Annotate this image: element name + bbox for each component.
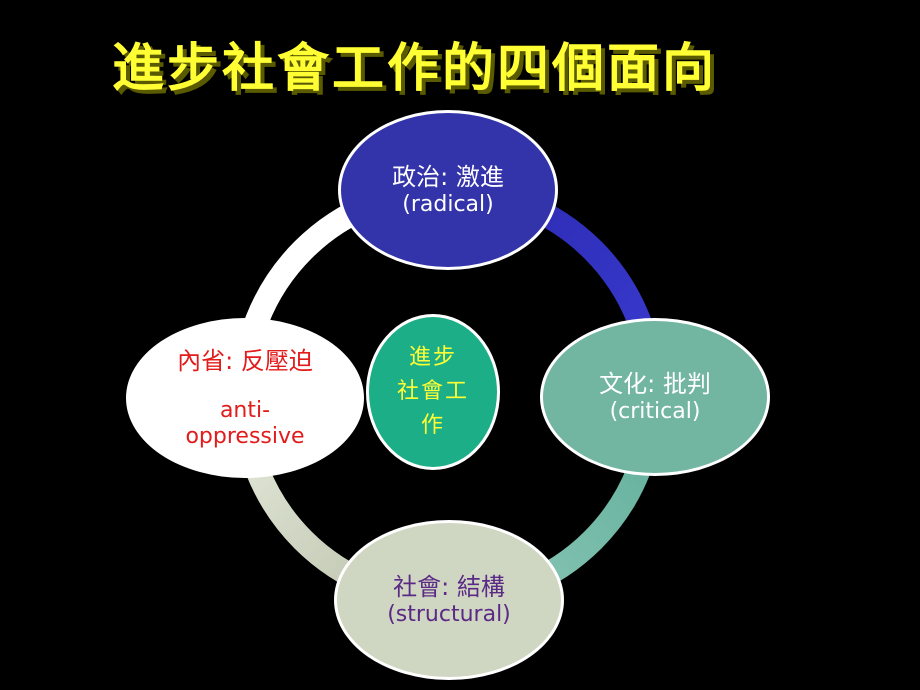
- center-line-1: 進步: [408, 345, 457, 370]
- node-reflexive-sub-line1: anti-: [219, 398, 271, 423]
- node-social: 社會: 結構 (structural): [334, 520, 564, 680]
- node-center: 進步 社會工 作: [366, 314, 500, 470]
- page-title: 進步社會工作的四個面向: [112, 39, 718, 99]
- node-reflexive-label: 內省: 反壓迫: [177, 347, 313, 375]
- node-political-sub: (radical): [402, 192, 494, 217]
- node-cultural-label: 文化: 批判: [599, 370, 711, 398]
- center-line-2: 社會工: [396, 379, 469, 404]
- node-political-label: 政治: 激進: [392, 163, 504, 191]
- node-social-label: 社會: 結構: [393, 573, 505, 601]
- node-social-sub: (structural): [387, 602, 511, 627]
- node-reflexive-sub-line2: oppressive: [185, 424, 305, 449]
- node-reflexive: 內省: 反壓迫 anti- oppressive: [126, 318, 364, 478]
- center-line-3: 作: [420, 413, 445, 438]
- node-political: 政治: 激進 (radical): [338, 110, 558, 270]
- node-cultural-sub: (critical): [609, 399, 701, 424]
- node-cultural: 文化: 批判 (critical): [540, 318, 770, 476]
